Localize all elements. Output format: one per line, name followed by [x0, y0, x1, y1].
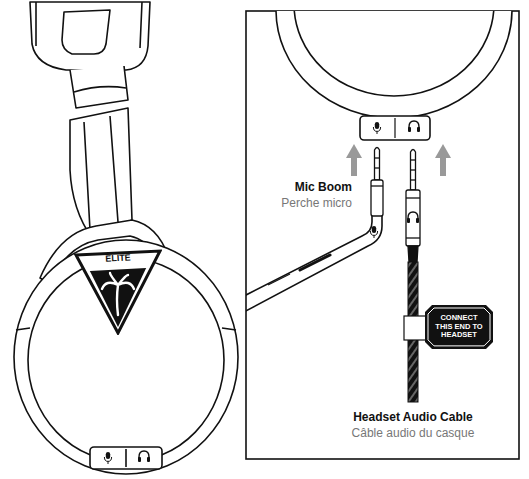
badge-text: CONNECT THIS END TO HEADSET — [434, 314, 484, 340]
logo-fill — [90, 268, 146, 327]
cable-plug — [406, 150, 420, 263]
mic-plug — [371, 148, 383, 217]
logo-triangle: ELITE — [74, 249, 162, 335]
socket-plate — [360, 116, 430, 140]
part-name: Mic Boom — [295, 180, 352, 194]
part-name-translation: Câble audio du casque — [352, 426, 475, 440]
headset-figure — [14, 2, 238, 474]
connect-badge: CONNECT THIS END TO HEADSET — [425, 305, 493, 349]
part-name-translation: Perche micro — [281, 196, 352, 210]
badge-border — [428, 308, 490, 346]
part-name: Headset Audio Cable — [353, 410, 473, 424]
badge-fill — [425, 305, 493, 349]
palm-tree — [102, 273, 134, 315]
insert-arrow — [346, 144, 451, 176]
